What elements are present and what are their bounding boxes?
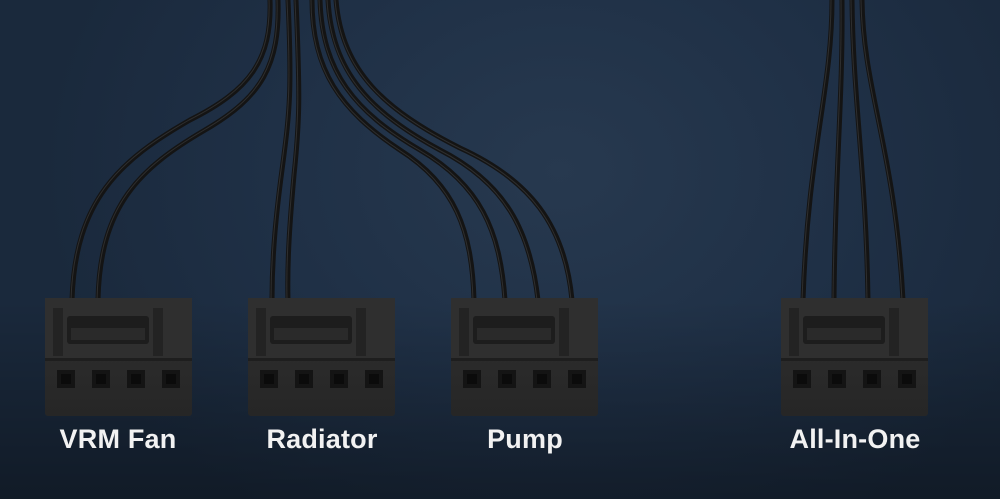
connector-vrm-fan — [45, 298, 192, 416]
label-pump: Pump — [487, 424, 563, 454]
connector-radiator — [248, 298, 395, 416]
vrm-wire-2 — [95, 0, 281, 303]
aio-wire-4 — [859, 0, 906, 303]
vrm-wire-1 — [69, 0, 273, 303]
pump-wire-2 — [317, 0, 508, 303]
aio-wire-3 — [849, 0, 871, 303]
connector-all-in-one — [781, 298, 928, 416]
label-all-in-one: All-In-One — [789, 424, 921, 454]
aio-wire-1 — [800, 0, 835, 303]
wire-bundle-left — [69, 0, 575, 303]
radiator-wire-2 — [285, 0, 302, 303]
wire-highlights-left — [70, 0, 572, 301]
label-vrm-fan: VRM Fan — [59, 424, 177, 454]
pump-wire-3 — [325, 0, 541, 303]
pump-wire-4 — [333, 0, 575, 303]
wire-highlights-right — [801, 0, 903, 301]
radiator-wire-1 — [269, 0, 293, 303]
label-radiator: Radiator — [266, 424, 378, 454]
connector-pump — [451, 298, 598, 416]
pump-wire-1 — [309, 0, 477, 303]
aio-wire-2 — [831, 0, 845, 303]
wire-bundle-right — [800, 0, 906, 303]
